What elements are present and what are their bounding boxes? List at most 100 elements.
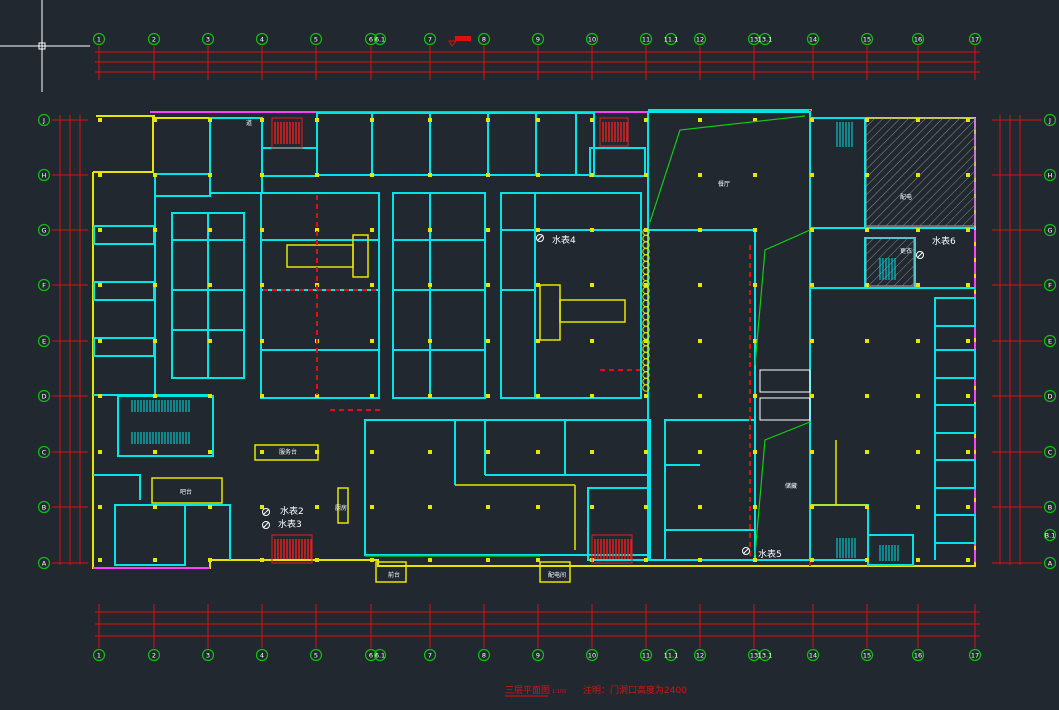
grid-bubble-top-6-label: 6 [369,36,373,44]
grid-bubble-bottom-10-label: 10 [588,652,596,660]
grid-bubble-top-14: 14 [806,32,820,46]
grid-bubble-top-6: 6 [364,32,378,46]
room-label: 储藏 [785,482,797,490]
grid-bubble-top-6.1: 6.1 [373,32,387,46]
grid-bubble-top-5-label: 5 [314,36,318,44]
room-label: 道 [246,119,252,127]
grid-bubble-top-14-label: 14 [809,36,817,44]
grid-bubble-right-C-label: C [1048,449,1053,457]
grid-bubble-right-G: G [1043,223,1057,237]
grid-bubble-bottom-8-label: 8 [482,652,486,660]
decorative-chain [642,228,650,392]
drawing-title: 三层平面图 [505,685,550,696]
grid-bubble-top-7: 7 [423,32,437,46]
grid-bubble-top-16-label: 16 [914,36,922,44]
grid-bubble-top-16: 16 [911,32,925,46]
water-meter-icon [262,521,270,529]
column-tick-marks [98,46,976,648]
grid-bubble-left-H-label: H [42,172,47,180]
grid-bubble-left-E: E [37,334,51,348]
grid-bubble-bottom-17-label: 17 [971,652,979,660]
grid-bubble-right-E-label: E [1048,338,1052,346]
grid-bubble-top-2-label: 2 [152,36,156,44]
grid-bubble-bottom-6: 6 [364,648,378,662]
grid-bubble-bottom-6.1: 6.1 [373,648,387,662]
grid-bubble-right-H: H [1043,168,1057,182]
grid-bubble-bottom-13.1-label: 13.1 [758,652,772,660]
title-block: 三层平面图 1:100 注明：门洞口高度为2400 [505,684,687,697]
grid-bubble-top-11.1: 11.1 [664,32,678,46]
grid-bubble-left-A: A [37,556,51,570]
grid-bubble-left-G-label: G [41,227,46,235]
grid-bubble-left-E-label: E [42,338,46,346]
grid-bubble-top-11.1-label: 11.1 [664,36,678,44]
grid-bubble-top-3: 3 [201,32,215,46]
grid-bubble-left-G: G [37,223,51,237]
grid-bubble-top-17-label: 17 [971,36,979,44]
stairs [131,117,899,564]
hatched-storage-area [865,117,976,227]
grid-bubble-bottom-2-label: 2 [152,652,156,660]
grid-bubble-top-11: 11 [639,32,653,46]
grid-bubble-bottom-4-label: 4 [260,652,264,660]
red-partitions [263,195,751,560]
grid-bubble-bottom-3: 3 [201,648,215,662]
grid-bubble-top-5: 5 [309,32,323,46]
grid-bubble-left-F: F [37,278,51,292]
grid-bubble-right-E: E [1043,334,1057,348]
water-meter-label: 水表3 [278,518,302,530]
room-label: 配电间 [548,571,566,579]
hatched-small-area [865,237,915,287]
grid-bubble-bottom-9-label: 9 [536,652,540,660]
grid-bubble-right-B-label: B [1048,504,1052,512]
grid-bubble-bottom-11.1: 11.1 [664,648,678,662]
grid-bubble-bottom-12-label: 12 [696,652,704,660]
section-marker-icon [448,36,471,47]
grid-bubble-right-J-label: J [1048,117,1051,125]
grid-bubble-bottom-11.1-label: 11.1 [664,652,678,660]
grid-bubble-top-10-label: 10 [588,36,596,44]
grid-bubble-top-1: 1 [92,32,106,46]
grid-bubble-bottom-12: 12 [693,648,707,662]
grid-bubble-bottom-11-label: 11 [642,652,650,660]
structural-columns [98,118,970,562]
grid-bubble-top-17: 17 [968,32,982,46]
grid-bubble-left-J-label: J [42,117,45,125]
grid-bubble-top-2: 2 [147,32,161,46]
water-meter-label: 水表2 [280,505,304,517]
room-label: 服务台 [279,448,297,456]
grid-bubble-top-1-label: 1 [97,36,101,44]
grid-bubble-right-C: C [1043,445,1057,459]
grid-bubble-top-8: 8 [477,32,491,46]
grid-bubble-top-15: 15 [860,32,874,46]
grid-bubble-bottom-15: 15 [860,648,874,662]
grid-bubble-top-13-label: 13 [750,36,758,44]
drawing-note: 注明：门洞口高度为2400 [583,684,687,696]
grid-bubble-right-B.1: B.1 [1043,528,1057,542]
water-meter-icon [742,547,750,555]
grid-bubble-bottom-10: 10 [585,648,599,662]
room-label: 配电 [900,193,912,201]
grid-bubble-bottom-5-label: 5 [314,652,318,660]
grid-bubble-bottom-7-label: 7 [428,652,432,660]
water-meter-label: 水表5 [758,548,782,560]
room-label: 更衣 [900,247,912,255]
water-meter-label: 水表6 [932,235,956,247]
grid-bubble-bottom-17: 17 [968,648,982,662]
grid-bubble-bottom-2: 2 [147,648,161,662]
right-dimension-lines [999,115,1021,565]
grid-bubble-top-4: 4 [255,32,269,46]
grid-bubble-left-H: H [37,168,51,182]
grid-bubble-right-A: A [1043,556,1057,570]
water-meter-label: 水表4 [552,234,576,246]
grid-bubble-bottom-11: 11 [639,648,653,662]
grid-bubble-top-13.1-label: 13.1 [758,36,772,44]
grid-bubble-bottom-14-label: 14 [809,652,817,660]
grid-bubble-bottom-4: 4 [255,648,269,662]
grid-bubble-right-D: D [1043,389,1057,403]
grid-bubble-top-9-label: 9 [536,36,540,44]
grid-bubble-left-B-label: B [42,504,46,512]
water-meter-icon [536,234,544,242]
